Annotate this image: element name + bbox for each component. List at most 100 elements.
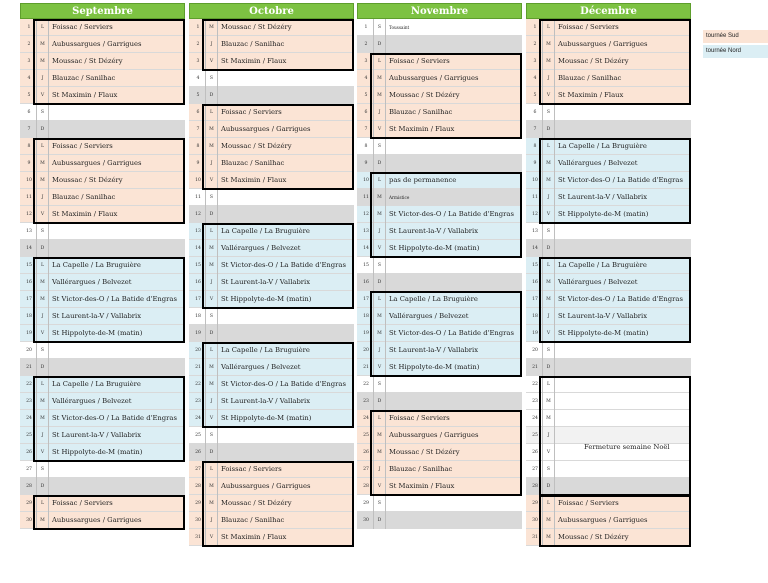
day-of-week: L bbox=[377, 297, 382, 302]
tour-label: St Laurent-la-V / Vallabrix bbox=[389, 346, 479, 354]
tour-label: La Capelle / La Bruguière bbox=[389, 295, 478, 303]
day-of-week: J bbox=[378, 467, 381, 472]
cell-divider bbox=[205, 36, 206, 53]
day-number: 1 bbox=[27, 25, 31, 30]
day-number: 15 bbox=[195, 263, 201, 268]
cell-divider bbox=[217, 138, 218, 155]
day-of-week: L bbox=[40, 263, 45, 268]
tour-label: Blauzac / Sanilhac bbox=[221, 516, 285, 524]
day-number: 21 bbox=[363, 365, 369, 370]
tour-label: St Maximin / Flaux bbox=[558, 91, 624, 99]
day-number: 3 bbox=[196, 59, 200, 64]
day-of-week: M bbox=[209, 484, 214, 489]
day-of-week: M bbox=[209, 501, 214, 506]
day-number: 7 bbox=[196, 127, 200, 132]
day-of-week: J bbox=[41, 195, 44, 200]
day-number: 27 bbox=[26, 467, 32, 472]
cell-divider bbox=[385, 495, 386, 512]
cell-divider bbox=[217, 87, 218, 104]
cell-divider bbox=[205, 155, 206, 172]
cell-divider bbox=[48, 308, 49, 325]
cell-divider bbox=[217, 189, 218, 206]
tour-label: St Maximin / Flaux bbox=[221, 57, 287, 65]
day-number: 24 bbox=[532, 416, 538, 421]
tour-label: St Maximin / Flaux bbox=[389, 125, 455, 133]
day-number: 26 bbox=[532, 450, 538, 455]
day-number: 2 bbox=[196, 42, 200, 47]
cell-divider bbox=[385, 393, 386, 410]
day-number: 13 bbox=[532, 229, 538, 234]
tour-label: St Laurent-la-V / Vallabrix bbox=[52, 312, 142, 320]
cell-divider bbox=[385, 325, 386, 342]
day-of-week: S bbox=[377, 263, 382, 268]
day-number: 6 bbox=[27, 110, 31, 115]
cell-divider bbox=[217, 53, 218, 70]
cell-divider bbox=[385, 87, 386, 104]
tour-label: pas de permanence bbox=[389, 176, 457, 184]
cell-divider bbox=[385, 53, 386, 70]
cell-divider bbox=[542, 478, 543, 495]
cell-divider bbox=[554, 512, 555, 529]
cell-divider bbox=[554, 240, 555, 257]
cell-divider bbox=[48, 172, 49, 189]
tour-label: St Hippolyte-de-M (matin) bbox=[221, 414, 312, 422]
cell-divider bbox=[48, 206, 49, 223]
day-of-week: J bbox=[210, 399, 213, 404]
cell-divider bbox=[385, 308, 386, 325]
cell-divider bbox=[36, 376, 37, 393]
cell-divider bbox=[217, 155, 218, 172]
cell-divider bbox=[554, 206, 555, 223]
cell-divider bbox=[36, 461, 37, 478]
cell-divider bbox=[385, 478, 386, 495]
day-number: 23 bbox=[532, 399, 538, 404]
cell-divider bbox=[554, 36, 555, 53]
day-of-week: M bbox=[377, 93, 382, 98]
cell-divider bbox=[542, 87, 543, 104]
cell-divider bbox=[48, 359, 49, 376]
tour-label: St Hippolyte-de-M (matin) bbox=[558, 329, 649, 337]
day-of-week: S bbox=[546, 467, 551, 472]
cell-divider bbox=[373, 206, 374, 223]
cell-divider bbox=[554, 478, 555, 495]
tour-label: St Victor-des-O / La Batide d'Engras bbox=[558, 295, 683, 303]
cell-divider bbox=[205, 104, 206, 121]
tour-label: La Capelle / La Bruguière bbox=[52, 261, 141, 269]
day-of-week: L bbox=[546, 144, 551, 149]
cell-divider bbox=[217, 257, 218, 274]
cell-divider bbox=[385, 155, 386, 172]
cell-divider bbox=[542, 36, 543, 53]
day-of-week: S bbox=[40, 467, 45, 472]
day-number: 14 bbox=[532, 246, 538, 251]
day-number: 3 bbox=[533, 59, 537, 64]
cell-divider bbox=[385, 172, 386, 189]
tour-label: St Laurent-la-V / Vallabrix bbox=[389, 227, 479, 235]
cell-divider bbox=[385, 206, 386, 223]
cell-divider bbox=[385, 138, 386, 155]
cell-divider bbox=[48, 257, 49, 274]
day-number: 16 bbox=[26, 280, 32, 285]
tour-label: Moussac / St Dézéry bbox=[221, 499, 292, 507]
tour-label: St Laurent-la-V / Vallabrix bbox=[558, 193, 648, 201]
cell-divider bbox=[48, 223, 49, 240]
cell-divider bbox=[542, 529, 543, 546]
day-of-week: D bbox=[40, 365, 45, 370]
